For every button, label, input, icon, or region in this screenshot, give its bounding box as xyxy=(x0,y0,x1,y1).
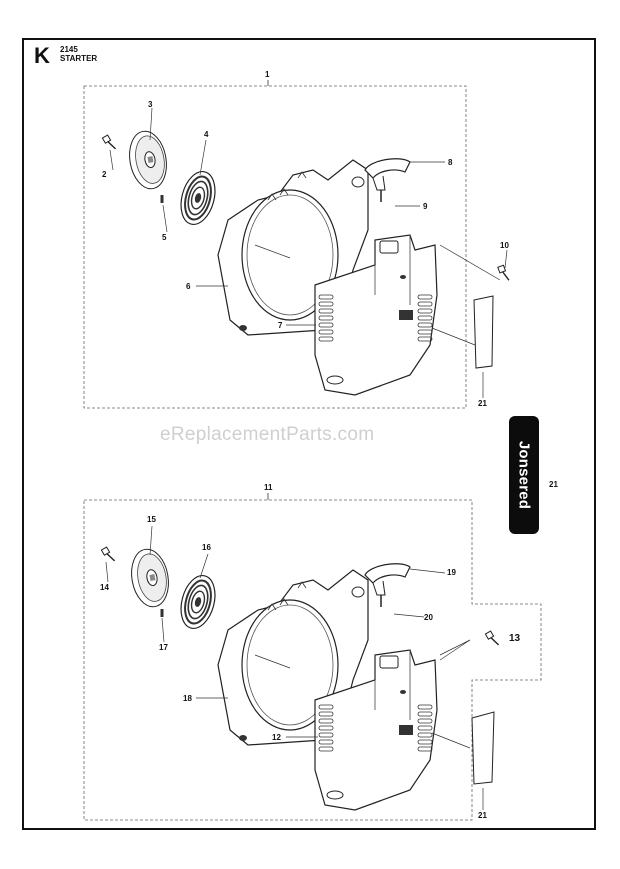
part-8-handle xyxy=(364,157,411,203)
part-14-bolt xyxy=(100,546,116,565)
part-3-pulley xyxy=(124,127,172,193)
callout-3: 3 xyxy=(148,100,153,109)
callout-4: 4 xyxy=(204,130,209,139)
part-2-bolt xyxy=(101,134,117,153)
callout-17: 17 xyxy=(159,643,168,652)
callout-18: 18 xyxy=(183,694,192,703)
callout-9: 9 xyxy=(423,202,428,211)
callout-10: 10 xyxy=(500,241,509,250)
part-5-pin xyxy=(160,195,164,203)
model-code: 2145 xyxy=(60,45,78,54)
section-letter: K xyxy=(34,43,50,68)
callout-20: 20 xyxy=(424,613,433,622)
part-21-decal xyxy=(473,295,494,369)
callout-21-upper: 21 xyxy=(478,399,487,408)
part-4-recoil-spring xyxy=(174,166,222,230)
brand-logo-text: Jonsered xyxy=(515,440,533,510)
callout-21-lower: 21 xyxy=(478,811,487,820)
diagram-frame xyxy=(22,38,596,830)
section-title: STARTER xyxy=(60,54,98,63)
brand-logo: Jonsered xyxy=(509,416,539,534)
part-17-pin xyxy=(160,609,164,617)
upper-assembly xyxy=(83,80,510,409)
callout-7: 7 xyxy=(278,321,283,330)
callout-8: 8 xyxy=(448,158,453,167)
callout-1: 1 xyxy=(265,70,270,79)
callout-14: 14 xyxy=(100,583,109,592)
lower-assembly xyxy=(83,493,542,821)
callout-19: 19 xyxy=(447,568,456,577)
callout-12: 12 xyxy=(272,733,281,742)
part-15-pulley xyxy=(126,545,174,611)
part-19-handle xyxy=(364,562,411,608)
callout-15: 15 xyxy=(147,515,156,524)
part-16-recoil-spring xyxy=(174,570,222,634)
callout-16: 16 xyxy=(202,543,211,552)
callout-5: 5 xyxy=(162,233,167,242)
part-21-decal-lower xyxy=(471,711,495,785)
part-13-screw xyxy=(484,630,500,649)
callout-21-logo: 21 xyxy=(549,480,558,489)
callout-6: 6 xyxy=(186,282,191,291)
callout-13: 13 xyxy=(509,633,521,644)
watermark: eReplacementParts.com xyxy=(160,424,375,445)
callout-11: 11 xyxy=(264,483,273,492)
callout-2: 2 xyxy=(102,170,107,179)
